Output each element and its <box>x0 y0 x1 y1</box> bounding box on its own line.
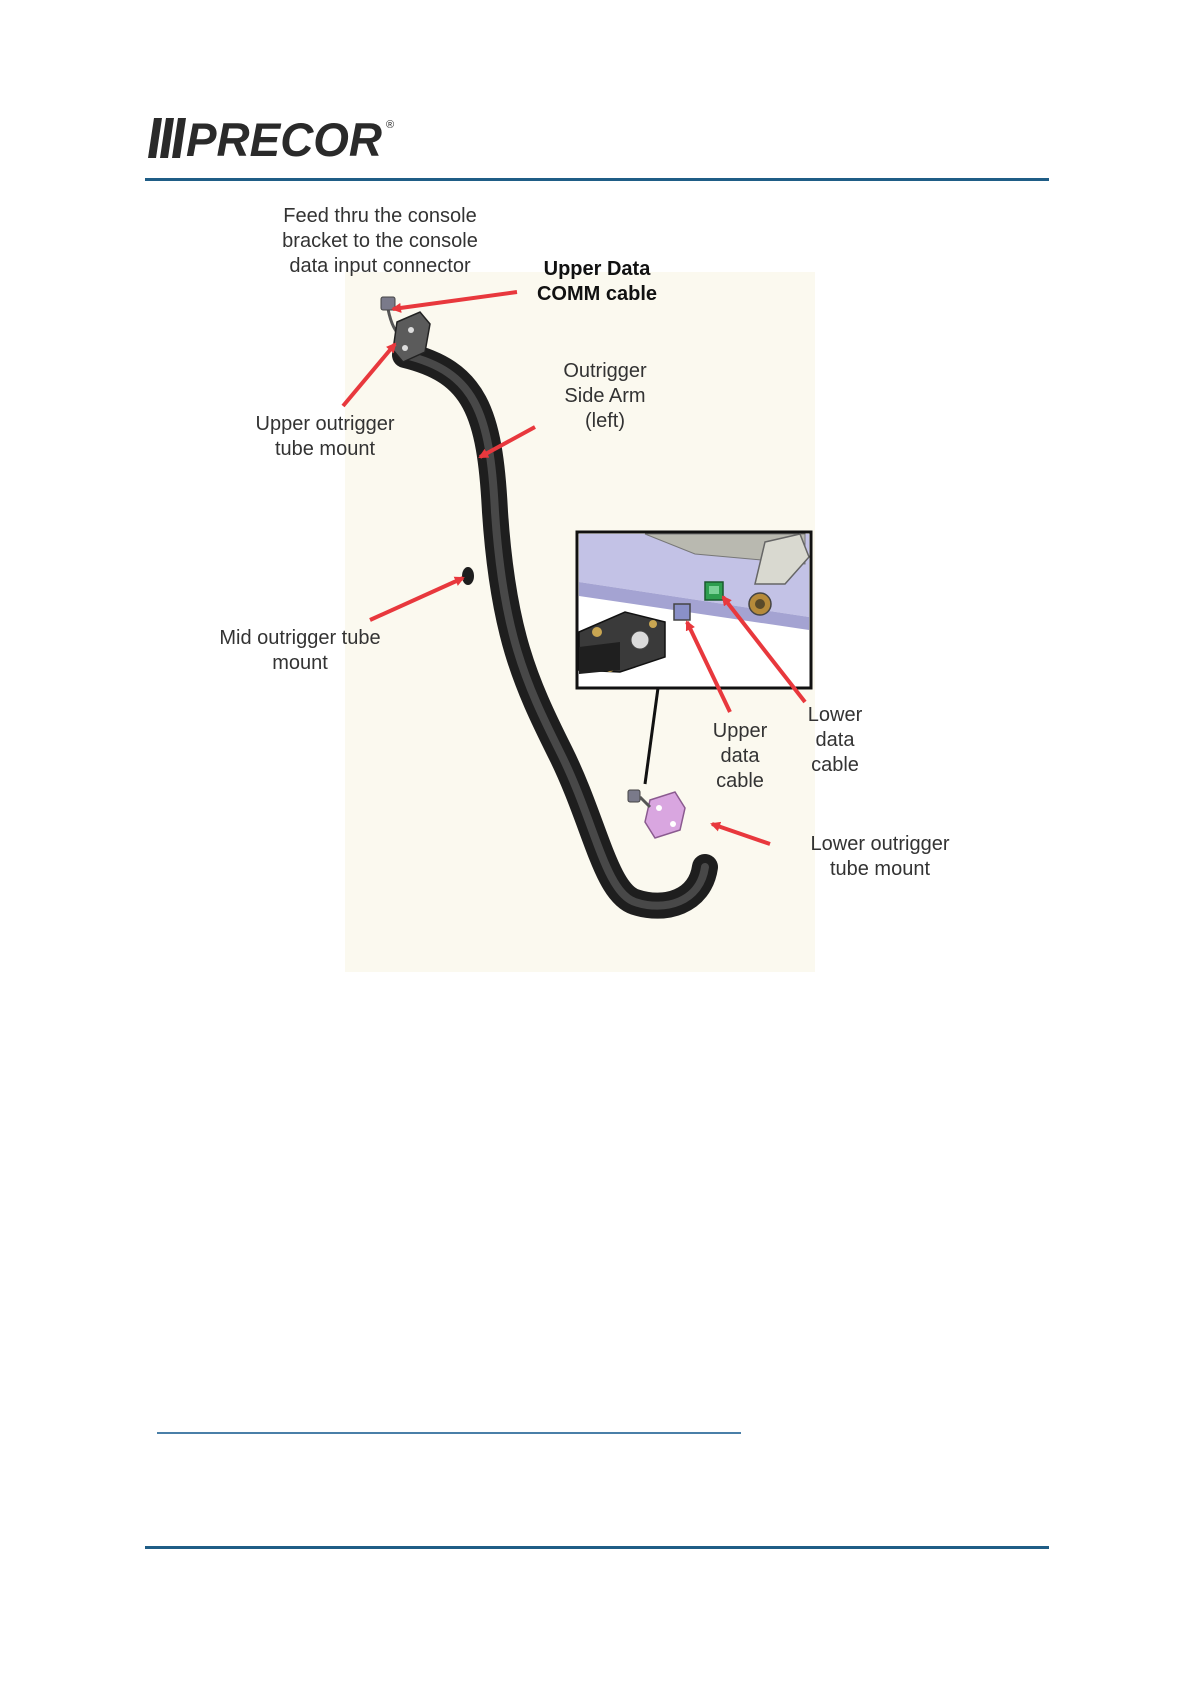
footer-rule <box>145 1546 1049 1549</box>
callout-upper-data-comm-cable: Upper Data COMM cable <box>527 257 667 307</box>
mid-tube-mount-stub <box>462 567 474 585</box>
callout-lower-outrigger-tube-mount: Lower outrigger tube mount <box>785 832 975 882</box>
header-rule <box>145 178 1049 181</box>
callout-feed-thru: Feed thru the console bracket to the con… <box>255 204 505 279</box>
upper-data-connector <box>674 604 690 620</box>
precor-logo: PRECOR ® <box>148 112 408 164</box>
footnote-rule <box>157 1432 741 1434</box>
inset-leader-line <box>645 688 658 784</box>
registered-mark: ® <box>386 119 394 131</box>
brand-wordmark: PRECOR <box>186 113 382 164</box>
callout-upper-outrigger-tube-mount: Upper outrigger tube mount <box>225 412 425 462</box>
callout-mid-outrigger-tube-mount: Mid outrigger tube mount <box>195 626 405 676</box>
callout-lower-data-cable: Lower data cable <box>795 703 875 778</box>
outrigger-figure: Feed thru the console bracket to the con… <box>225 212 1015 972</box>
callout-outrigger-side-arm: Outrigger Side Arm (left) <box>545 359 665 434</box>
lower-tube-mount-plate <box>628 790 685 838</box>
callout-upper-data-cable: Upper data cable <box>705 719 775 794</box>
